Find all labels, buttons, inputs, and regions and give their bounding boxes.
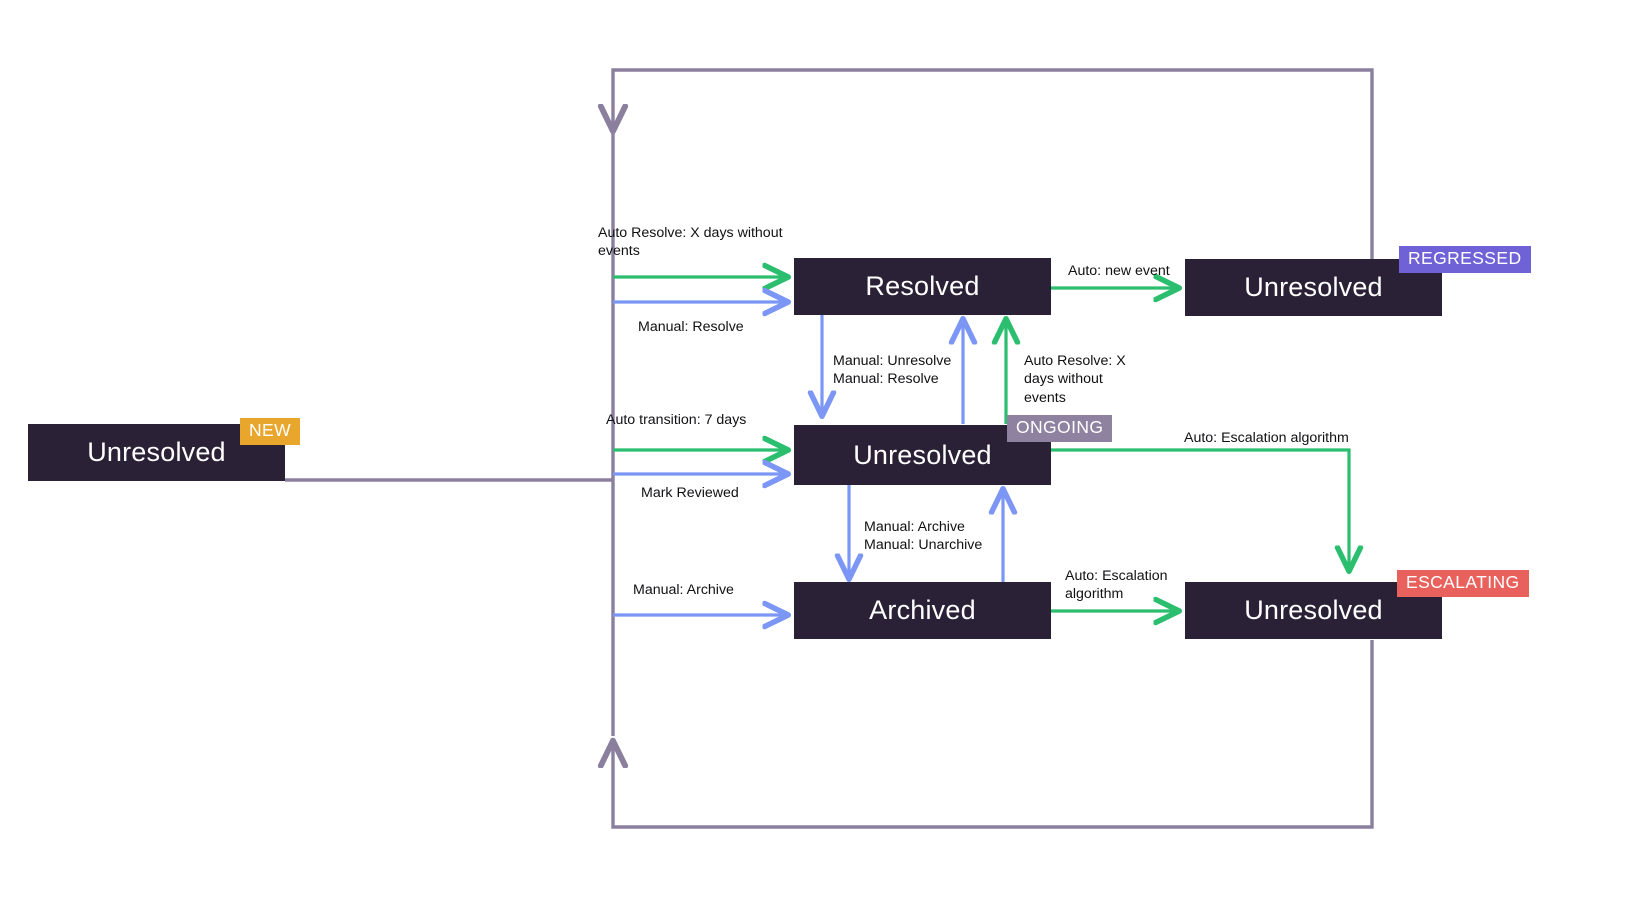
edge-group-manual bbox=[613, 302, 1003, 615]
node-archived[interactable]: Archived bbox=[794, 582, 1051, 639]
node-unresolved-new[interactable]: Unresolved bbox=[28, 424, 285, 481]
node-label: Unresolved bbox=[87, 437, 226, 467]
edge-feedback-frame bbox=[285, 68, 1374, 829]
edge-label-auto-escalation-bottom: Auto: Escalation algorithm bbox=[1065, 568, 1168, 603]
edge-auto-escalation-top bbox=[1051, 448, 1349, 570]
edge-label-auto-new-event: Auto: new event bbox=[1068, 263, 1170, 279]
node-label: Archived bbox=[869, 595, 976, 625]
edge-label-auto-transition-7-days: Auto transition: 7 days bbox=[606, 412, 747, 428]
edge-label-mark-reviewed: Mark Reviewed bbox=[641, 485, 739, 501]
badge-ongoing: ONGOING bbox=[1007, 415, 1113, 442]
edge-label-auto-resolve-x-days: Auto Resolve: X days without events bbox=[598, 225, 783, 260]
edge-label-auto-resolve-up: Auto Resolve: X days without events bbox=[1024, 353, 1126, 406]
badge-regressed: REGRESSED bbox=[1399, 246, 1531, 273]
node-label: Unresolved bbox=[1244, 595, 1383, 625]
node-label: Unresolved bbox=[1244, 272, 1383, 302]
node-label: Unresolved bbox=[853, 439, 992, 470]
edge-label-manual-unresolve-resolve: Manual: Unresolve Manual: Resolve bbox=[833, 353, 952, 388]
edge-label-auto-escalation-top: Auto: Escalation algorithm bbox=[1184, 430, 1349, 446]
edge-group-auto bbox=[613, 277, 1349, 611]
edge-label-manual-resolve: Manual: Resolve bbox=[638, 319, 744, 335]
badge-escalating: ESCALATING bbox=[1397, 570, 1529, 597]
edge-label-manual-archive-unarchive: Manual: Archive Manual: Unarchive bbox=[864, 519, 983, 554]
badge-new: NEW bbox=[240, 418, 301, 445]
edge-label-manual-archive-bus: Manual: Archive bbox=[633, 582, 734, 598]
node-resolved[interactable]: Resolved bbox=[794, 258, 1051, 315]
node-label: Resolved bbox=[865, 271, 980, 301]
